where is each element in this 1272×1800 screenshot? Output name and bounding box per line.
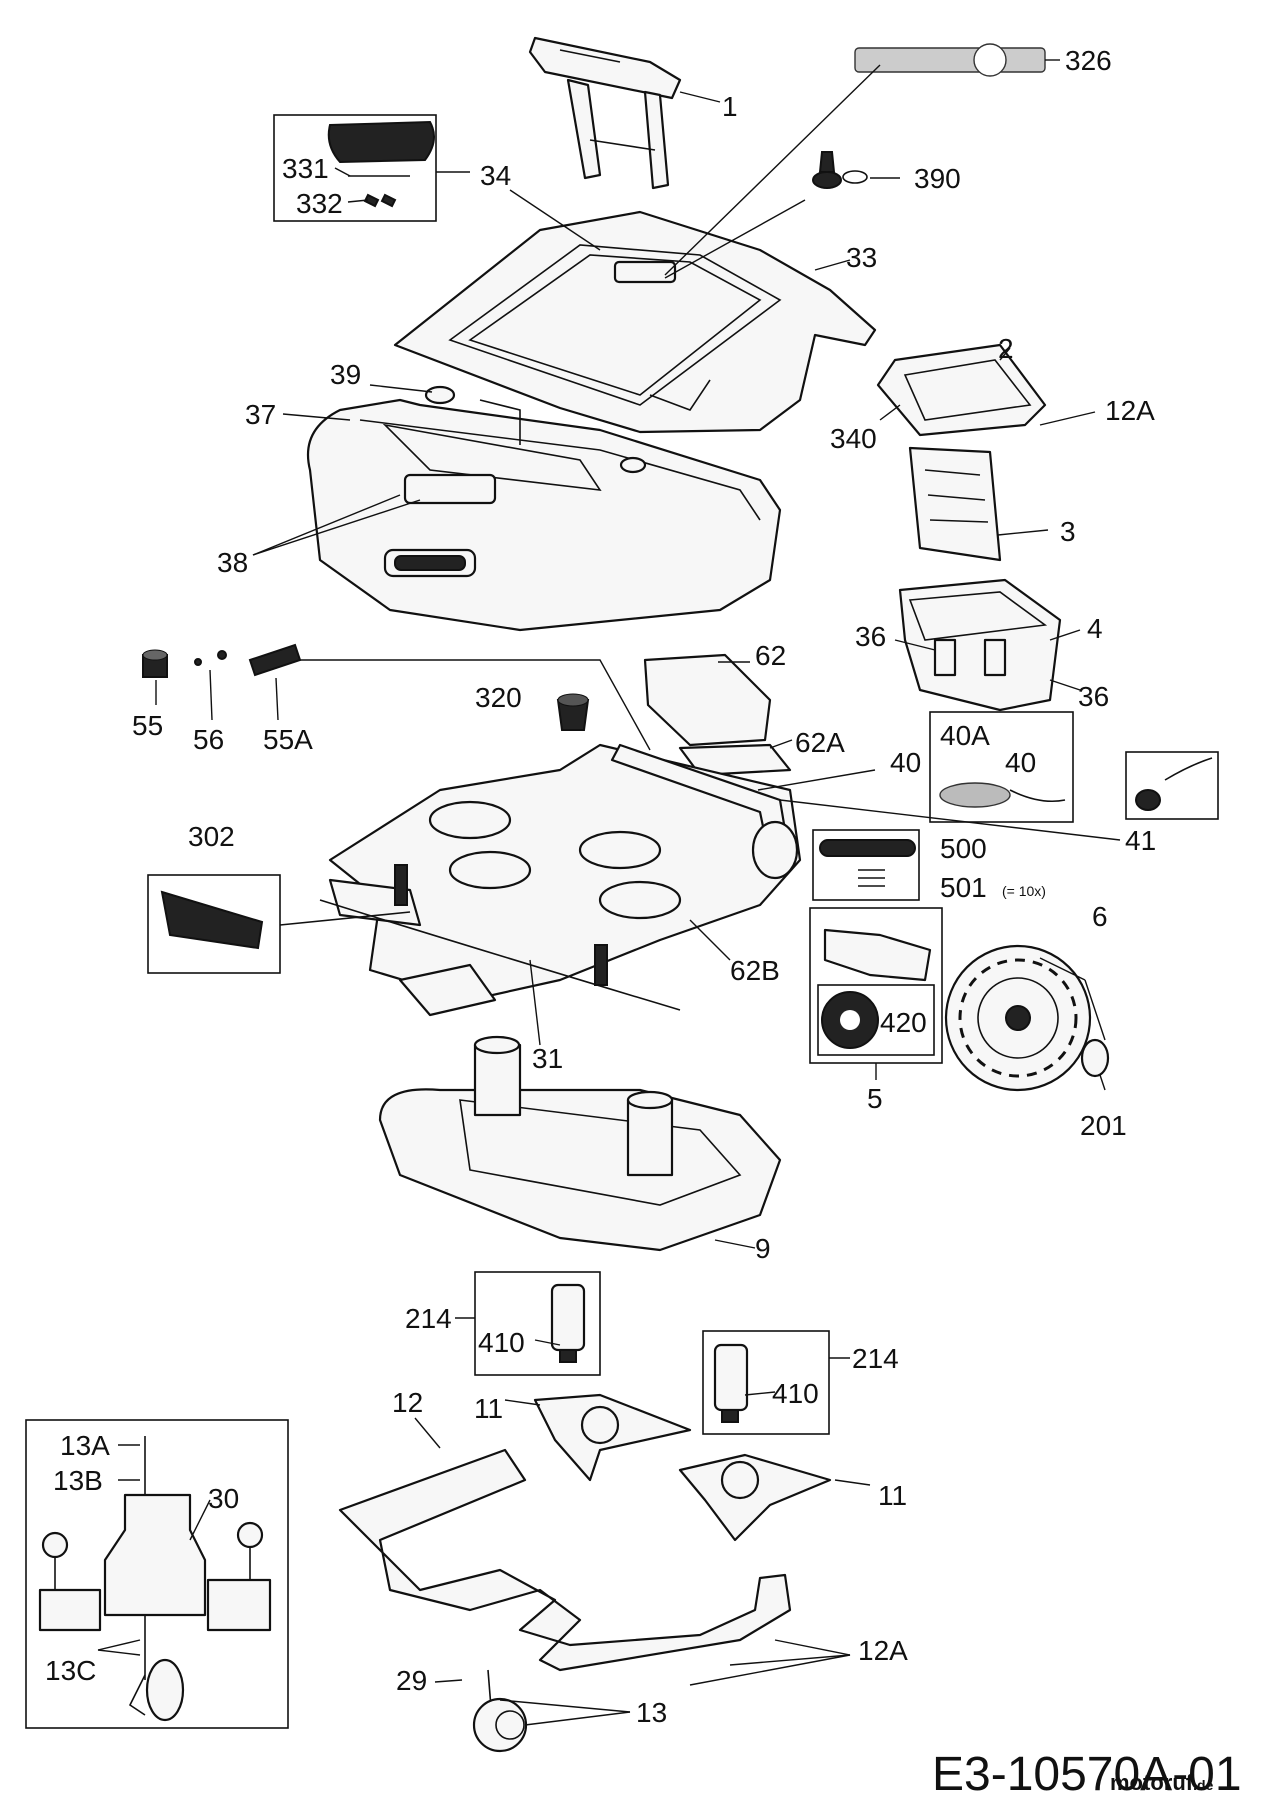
circuit-board-part (908, 446, 1002, 562)
rotary-knob-part (812, 151, 868, 189)
callout-41: 41 (1125, 825, 1156, 856)
cover-kit-box (273, 114, 437, 222)
small-switch-parts (142, 643, 302, 678)
motor-icon (474, 1271, 830, 1435)
callout-2: 2 (998, 333, 1014, 364)
callout-3: 3 (1060, 516, 1076, 547)
callout-214-left: 214 (405, 1303, 452, 1334)
callout-420: 420 (880, 1007, 927, 1038)
callout-12A-bottom: 12A (858, 1635, 908, 1666)
callout-4: 4 (1087, 613, 1103, 644)
callout-340: 340 (830, 423, 877, 454)
callout-38: 38 (217, 547, 248, 578)
upper-housing-part (306, 385, 782, 632)
callout-40A: 40A (940, 720, 990, 751)
callout-29: 29 (396, 1665, 427, 1696)
callout-62A: 62A (795, 727, 845, 758)
pcb-cover-part (876, 343, 1047, 437)
callout-34: 34 (480, 160, 511, 191)
callout-410-right: 410 (772, 1378, 819, 1409)
blade-icon (533, 1393, 832, 1542)
watermark-name: motoruf (1110, 1770, 1194, 1795)
watermark: motoruf.de (1110, 1770, 1214, 1795)
watermark-suffix: .de (1193, 1777, 1213, 1793)
callout-9: 9 (755, 1233, 771, 1264)
callout-13C: 13C (45, 1655, 96, 1686)
electronics-box-part (898, 578, 1062, 712)
bumper-bracket-box (147, 874, 411, 974)
callout-5: 5 (867, 1083, 883, 1114)
callout-214-right: 214 (852, 1343, 899, 1374)
callout-390: 390 (914, 163, 961, 194)
callout-62: 62 (755, 640, 786, 671)
label-strip-part (854, 43, 1046, 77)
callout-12A-top: 12A (1105, 395, 1155, 426)
wheel-icon (944, 944, 1110, 1092)
filter-mesh-box (929, 711, 1074, 823)
callout-201: 201 (1080, 1110, 1127, 1141)
callout-30: 30 (208, 1483, 239, 1514)
callout-326: 326 (1065, 45, 1112, 76)
front-caster-part (472, 1669, 528, 1753)
callout-11-right: 11 (878, 1480, 907, 1511)
drawing-code: E3-10570A-01 (932, 1748, 1242, 1800)
callout-55: 55 (132, 710, 163, 741)
callout-62B: 62B (730, 955, 780, 986)
bottom-skirt-part (338, 1448, 792, 1672)
callout-13B: 13B (53, 1465, 103, 1496)
callout-501: 501 (940, 872, 987, 903)
axle-kit-box (812, 829, 920, 901)
callout-12: 12 (392, 1387, 423, 1418)
callout-13: 13 (636, 1697, 667, 1728)
grommet-box (1125, 751, 1219, 820)
callout-37: 37 (245, 399, 276, 430)
callout-55A: 55A (263, 724, 313, 755)
callout-302: 302 (188, 821, 235, 852)
callout-33: 33 (846, 242, 877, 273)
callout-31: 31 (532, 1043, 563, 1074)
callout-1: 1 (722, 91, 738, 122)
callout-501-note: (= 10x) (1002, 883, 1046, 899)
callout-11-top: 11 (474, 1393, 503, 1424)
callout-331: 331 (282, 153, 329, 184)
callout-40-box: 40 (1005, 747, 1036, 778)
callout-500: 500 (940, 833, 987, 864)
chassis-frame-part (319, 743, 802, 1017)
top-hood-part (393, 210, 877, 434)
foam-pad-parts (643, 653, 792, 777)
callout-410-left: 410 (478, 1327, 525, 1358)
leader-lines (97, 59, 1121, 1726)
callout-39: 39 (330, 359, 361, 390)
callout-36-right: 36 (1078, 681, 1109, 712)
callout-332: 332 (296, 188, 343, 219)
callout-56: 56 (193, 724, 224, 755)
callout-labels: 1 326 331 34 332 390 33 2 39 37 12A 340 … (45, 45, 1156, 1728)
callout-6: 6 (1092, 901, 1108, 932)
callout-36-left: 36 (855, 621, 886, 652)
lower-deck-part (378, 1035, 782, 1252)
callout-13A: 13A (60, 1430, 110, 1461)
rubber-cap-part (556, 693, 590, 731)
handle-part (528, 36, 682, 190)
callout-40: 40 (890, 747, 921, 778)
callout-320: 320 (475, 682, 522, 713)
caster-assembly-box (25, 1419, 289, 1729)
wheel-motor-kit-box (809, 907, 943, 1080)
